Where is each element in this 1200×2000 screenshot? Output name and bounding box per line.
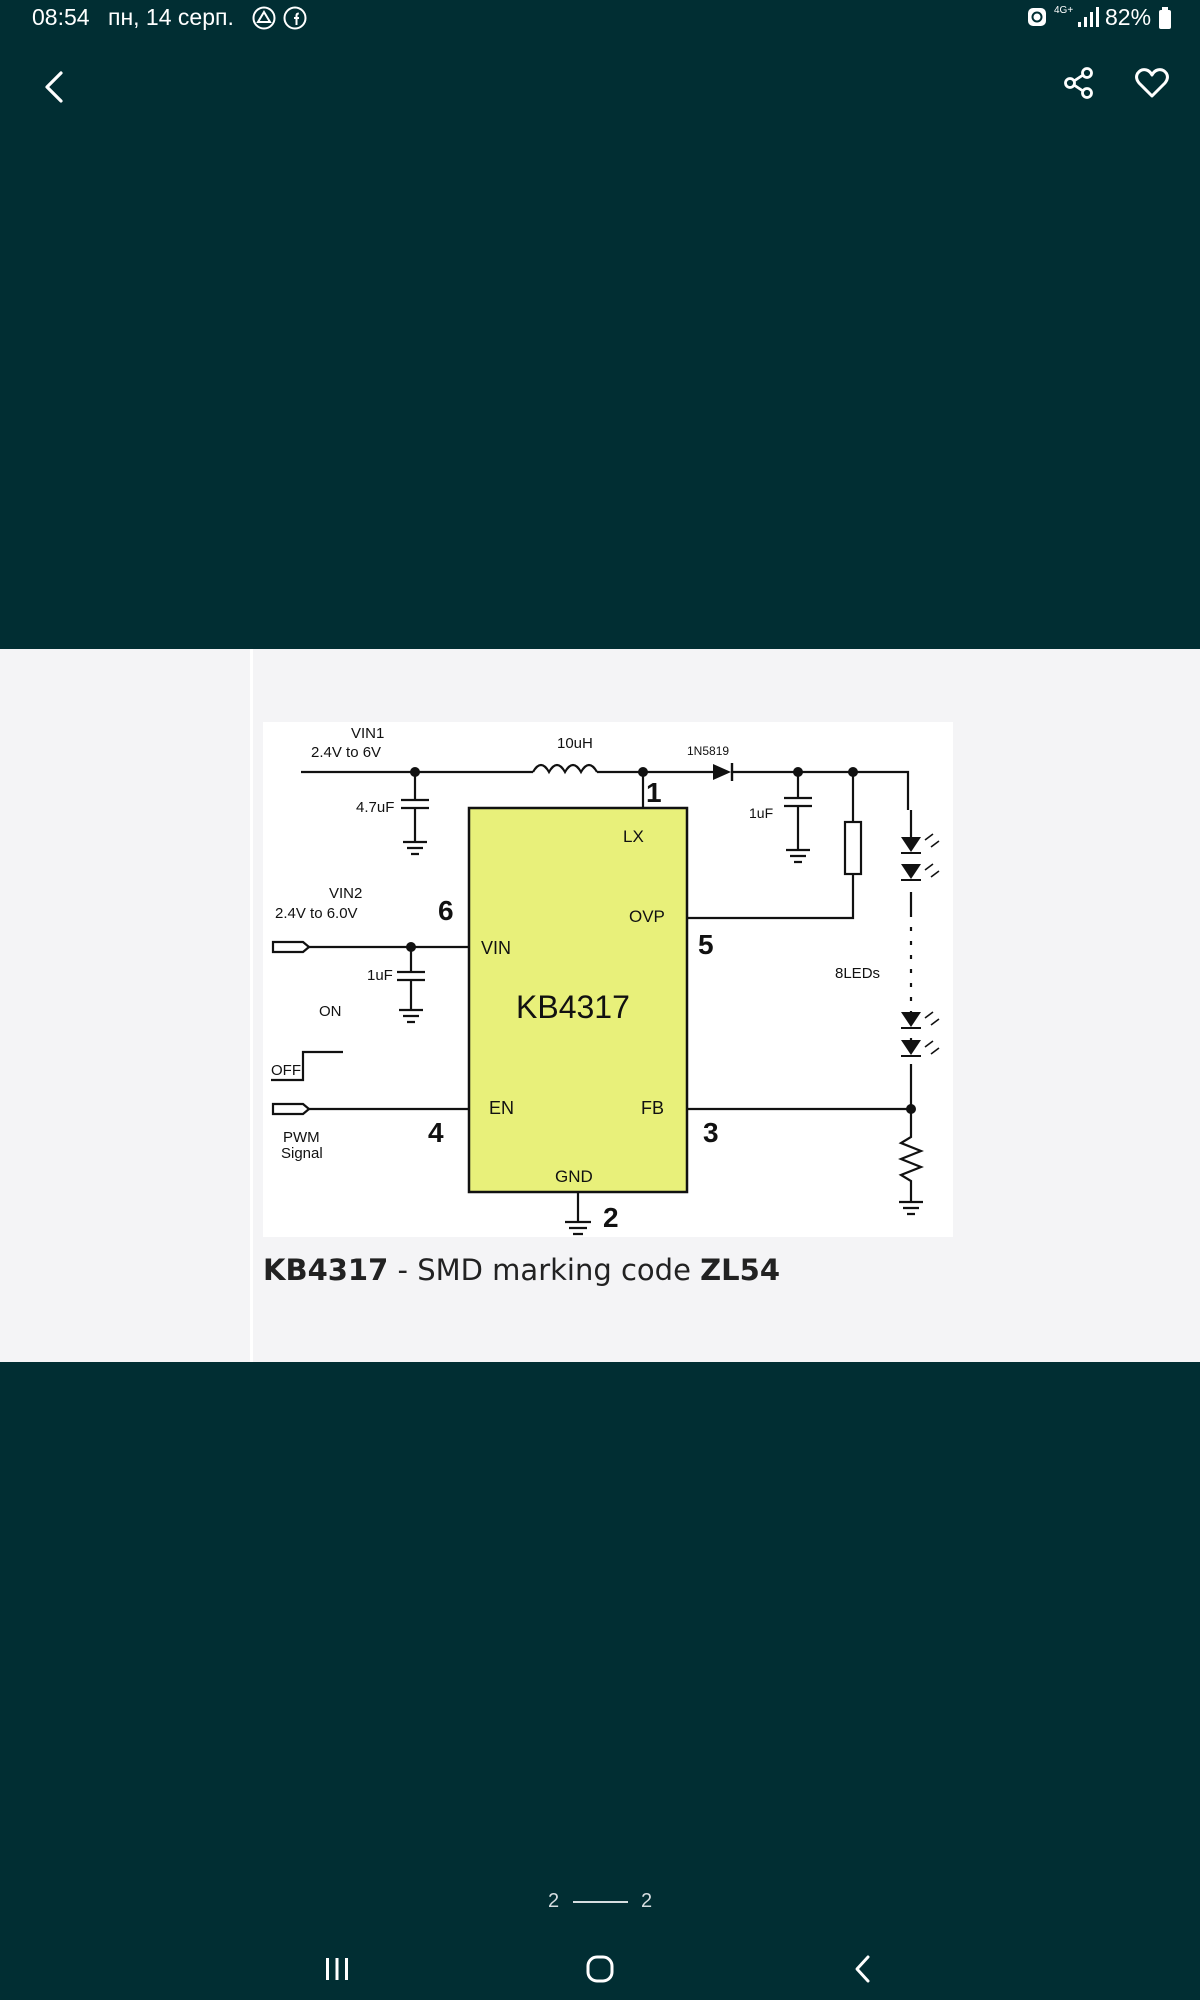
label-lx: LX — [623, 827, 644, 846]
recents-icon — [326, 1958, 348, 1980]
pin-5: 5 — [698, 929, 714, 960]
back-icon — [45, 71, 63, 103]
page-total: 2 — [641, 1890, 653, 1912]
home-icon — [586, 1955, 614, 1983]
panel-divider — [250, 649, 253, 1362]
caption-middle: - SMD marking code — [388, 1253, 701, 1287]
label-cap2: 1uF — [367, 967, 393, 984]
share-button[interactable] — [1054, 58, 1104, 108]
status-time: 08:54 — [32, 4, 90, 30]
label-pwm: PWM — [283, 1129, 320, 1146]
label-inductor: 10uH — [557, 735, 593, 752]
label-off: OFF — [271, 1062, 301, 1079]
label-fb: FB — [641, 1098, 664, 1118]
pin-1: 1 — [646, 777, 662, 808]
favorite-icon — [1135, 68, 1169, 98]
label-vin-pin: VIN — [481, 938, 511, 958]
back-button[interactable] — [30, 62, 80, 112]
label-ovp: OVP — [629, 907, 665, 926]
pin-4: 4 — [428, 1117, 444, 1148]
pin-2: 2 — [603, 1202, 619, 1233]
pin-6: 6 — [438, 895, 454, 926]
signal-icon — [1078, 7, 1099, 27]
alarm-icon — [1028, 8, 1046, 26]
label-vin1: VIN1 — [351, 725, 384, 742]
network-type: 4G+ — [1054, 5, 1074, 16]
pin-3: 3 — [703, 1117, 719, 1148]
label-signal: Signal — [281, 1145, 323, 1162]
page-indicator-line — [573, 1901, 628, 1903]
back-nav-icon — [855, 1955, 870, 1983]
label-vin2-range: 2.4V to 6.0V — [275, 905, 358, 922]
facebook-icon — [283, 6, 307, 30]
label-diode: 1N5819 — [687, 744, 729, 758]
page-current: 2 — [548, 1890, 560, 1912]
label-cap1: 4.7uF — [356, 799, 394, 816]
battery-level: 82% — [1105, 4, 1152, 30]
caption-part: KB4317 — [263, 1253, 389, 1287]
recents-button[interactable] — [312, 1944, 362, 1994]
caption-code: ZL54 — [700, 1253, 781, 1287]
status-bar: 08:54 пн, 14 серп. 4G+ 82% — [0, 0, 1200, 38]
label-on: ON — [319, 1003, 342, 1020]
label-leds: 8LEDs — [835, 965, 880, 982]
label-vin1-range: 2.4V to 6V — [311, 744, 381, 761]
circuit-schematic: VIN1 2.4V to 6V 10uH 1N5819 4.7uF 1uF LX… — [263, 722, 953, 1237]
label-cap-out: 1uF — [749, 805, 773, 821]
label-vin2: VIN2 — [329, 885, 362, 902]
favorite-button[interactable] — [1127, 58, 1177, 108]
chip-name: KB4317 — [516, 989, 630, 1025]
label-en: EN — [489, 1098, 514, 1118]
status-date: пн, 14 серп. — [108, 4, 234, 30]
nav-back-button[interactable] — [838, 1944, 888, 1994]
battery-icon — [1159, 7, 1171, 29]
label-gnd: GND — [555, 1167, 593, 1186]
home-button[interactable] — [575, 1944, 625, 1994]
drive-icon — [252, 6, 276, 30]
page-indicator: 2 2 — [0, 1888, 1200, 1918]
share-icon — [1064, 67, 1093, 99]
navigation-bar — [0, 1938, 1200, 2000]
image-caption: KB4317 - SMD marking code ZL54 — [263, 1253, 780, 1287]
